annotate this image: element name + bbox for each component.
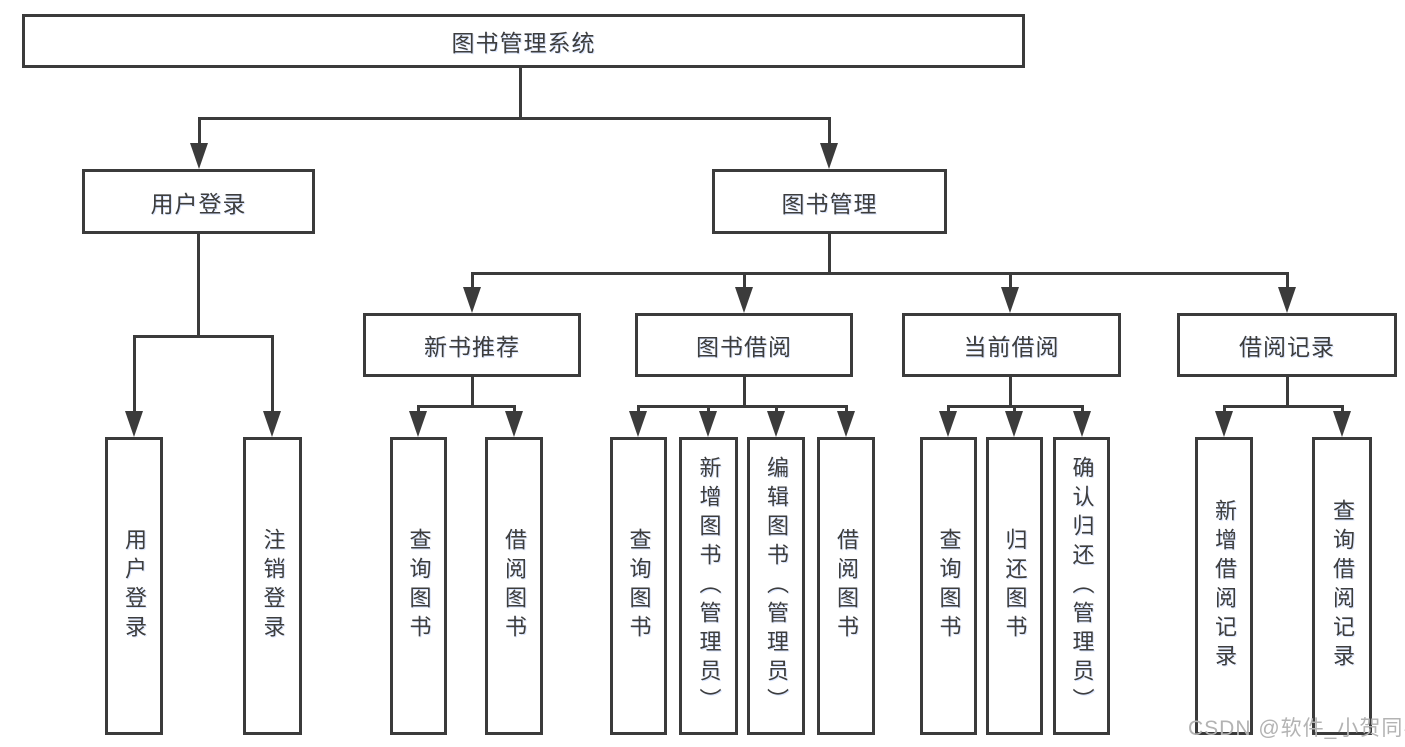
- arrow-down-icon: [463, 287, 481, 313]
- connector-line: [417, 405, 420, 414]
- node-borrowing-records: 借阅记录: [1177, 313, 1397, 377]
- leaf-label: 查询图书: [626, 528, 652, 644]
- arrow-down-icon: [1005, 411, 1023, 437]
- connector-line: [947, 405, 950, 414]
- connector-line: [828, 234, 831, 275]
- leaf-cb-return-books: 归还图书: [986, 437, 1043, 735]
- connector-line: [743, 377, 746, 408]
- arrow-down-icon: [767, 411, 785, 437]
- node-label: 图书管理: [781, 190, 878, 217]
- node-label: 借阅记录: [1239, 334, 1335, 360]
- connector-line: [1341, 405, 1344, 414]
- connector-line: [198, 117, 831, 120]
- node-current-borrowing: 当前借阅: [902, 313, 1121, 377]
- leaf-label: 借阅图书: [834, 528, 859, 644]
- connector-line: [775, 405, 778, 414]
- leaf-nb-borrow-books: 借阅图书: [485, 437, 543, 735]
- node-label: 图书管理系统: [451, 30, 596, 56]
- connector-line: [845, 405, 848, 414]
- connector-line: [637, 405, 640, 414]
- arrow-down-icon: [1073, 411, 1091, 437]
- node-new-book-recommendation: 新书推荐: [363, 313, 581, 377]
- node-label: 当前借阅: [963, 334, 1060, 360]
- arrow-down-icon: [505, 411, 523, 437]
- node-book-borrowing: 图书借阅: [635, 313, 853, 377]
- leaf-label: 查询图书: [406, 528, 432, 644]
- leaf-label: 查询借阅记录: [1330, 499, 1355, 673]
- node-book-management: 图书管理: [712, 169, 947, 234]
- arrow-down-icon: [1215, 411, 1233, 437]
- leaf-nb-query-books: 查询图书: [390, 437, 447, 735]
- leaf-label: 注销登录: [260, 528, 286, 644]
- connector-line: [471, 272, 474, 289]
- arrow-down-icon: [837, 411, 855, 437]
- leaf-label: 用户登录: [122, 528, 147, 644]
- connector-line: [707, 405, 710, 414]
- node-label: 图书借阅: [696, 334, 792, 360]
- connector-line: [1081, 405, 1084, 414]
- leaf-label: 查询图书: [936, 528, 962, 644]
- connector-line: [519, 68, 522, 120]
- node-user-login: 用户登录: [82, 169, 315, 234]
- node-label: 用户登录: [150, 190, 247, 217]
- leaf-label: 确认归还（管理员）: [1069, 455, 1095, 717]
- leaf-bb-query-books: 查询图书: [610, 437, 667, 735]
- connector-line: [1009, 272, 1012, 289]
- arrow-down-icon: [735, 287, 753, 313]
- leaf-label: 新增图书（管理员）: [696, 455, 722, 717]
- leaf-logout: 注销登录: [243, 437, 302, 735]
- connector-line: [133, 335, 274, 338]
- arrow-down-icon: [820, 143, 838, 169]
- connector-line: [1286, 272, 1289, 289]
- arrow-down-icon: [190, 143, 208, 169]
- connector-line: [271, 335, 274, 413]
- watermark-csdn: CSDN @软件_小贺同学: [1188, 717, 1405, 740]
- arrow-down-icon: [629, 411, 647, 437]
- node-library-management-system: 图书管理系统: [22, 14, 1025, 68]
- leaf-cb-confirm-return-admin: 确认归还（管理员）: [1053, 437, 1110, 735]
- connector-line: [1286, 377, 1289, 408]
- arrow-down-icon: [939, 411, 957, 437]
- leaf-br-add-record: 新增借阅记录: [1195, 437, 1253, 735]
- arrow-down-icon: [1333, 411, 1351, 437]
- connector-line: [1013, 405, 1016, 414]
- leaf-label: 编辑图书（管理员）: [764, 455, 789, 717]
- arrow-down-icon: [409, 411, 427, 437]
- connector-line: [743, 272, 746, 289]
- connector-line: [513, 405, 516, 414]
- connector-line: [471, 377, 474, 408]
- arrow-down-icon: [1278, 287, 1296, 313]
- leaf-user-login: 用户登录: [105, 437, 163, 735]
- connector-line: [1223, 405, 1344, 408]
- arrow-down-icon: [125, 411, 143, 437]
- connector-line: [197, 234, 200, 338]
- leaf-label: 新增借阅记录: [1212, 499, 1237, 673]
- leaf-label: 归还图书: [1002, 528, 1028, 644]
- leaf-label: 借阅图书: [502, 528, 527, 644]
- connector-line: [133, 335, 136, 413]
- connector-line: [198, 117, 201, 145]
- connector-line: [417, 405, 516, 408]
- node-label: 新书推荐: [424, 334, 520, 360]
- leaf-bb-add-books-admin: 新增图书（管理员）: [679, 437, 738, 735]
- connector-line: [828, 117, 831, 145]
- leaf-br-query-record: 查询借阅记录: [1312, 437, 1372, 735]
- leaf-cb-query-books: 查询图书: [920, 437, 977, 735]
- connector-line: [1223, 405, 1226, 414]
- arrow-down-icon: [1001, 287, 1019, 313]
- leaf-bb-edit-books-admin: 编辑图书（管理员）: [747, 437, 805, 735]
- connector-line: [637, 405, 848, 408]
- arrow-down-icon: [699, 411, 717, 437]
- connector-line: [471, 272, 1289, 275]
- connector-line: [1009, 377, 1012, 408]
- leaf-bb-borrow-books: 借阅图书: [817, 437, 875, 735]
- arrow-down-icon: [263, 411, 281, 437]
